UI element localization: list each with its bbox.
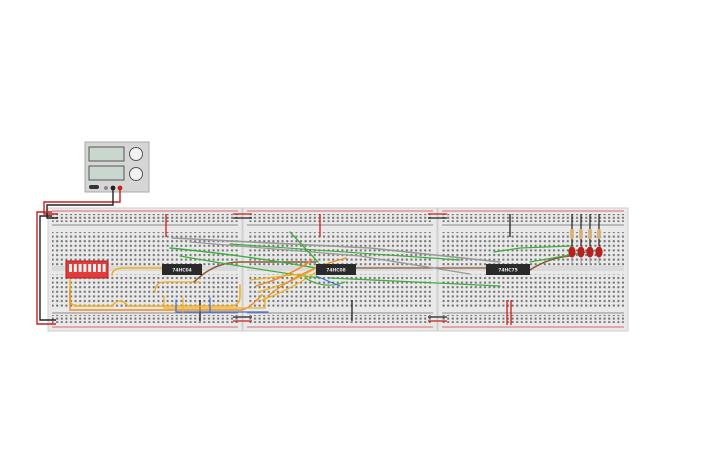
dip-toggle[interactable] (78, 264, 82, 272)
dip-switch[interactable] (65, 260, 109, 279)
power-switch[interactable] (89, 185, 99, 189)
dip-toggle[interactable] (102, 264, 106, 272)
power-supply-knob-bottom[interactable] (129, 167, 143, 181)
led-array[interactable] (568, 214, 603, 263)
dip-toggle[interactable] (83, 264, 87, 272)
resistor-icon[interactable] (588, 229, 592, 239)
resistor-icon[interactable] (570, 229, 574, 239)
power-supply-display-top (88, 146, 125, 162)
chip-74hc75[interactable]: 74HC75 (486, 264, 530, 275)
dip-toggle[interactable] (73, 264, 77, 272)
chip-label: 74HC04 (172, 268, 192, 274)
signal-wires[interactable] (69, 231, 599, 313)
dip-toggle[interactable] (69, 264, 72, 272)
rail-jumpers[interactable] (165, 213, 512, 325)
chip-label: 74HC75 (498, 268, 518, 274)
led-icon[interactable] (586, 246, 594, 258)
resistor-icon[interactable] (579, 229, 583, 239)
resistor-icon[interactable] (597, 229, 601, 239)
dip-switch-icon (65, 260, 109, 279)
led-icon[interactable] (595, 246, 603, 258)
led-icon[interactable] (577, 246, 585, 258)
chip-74hc04[interactable]: 74HC04 (162, 264, 202, 275)
power-wires[interactable] (36, 188, 121, 325)
chip-label: 74HC08 (326, 268, 346, 274)
power-supply-display-bottom (88, 165, 125, 181)
terminal-gray[interactable] (104, 186, 108, 190)
led-icon[interactable] (568, 246, 576, 258)
dip-toggle[interactable] (88, 264, 92, 272)
breadboard-3 (437, 207, 629, 332)
power-supply[interactable] (84, 141, 150, 193)
power-supply-knob-top[interactable] (129, 147, 143, 161)
chip-74hc08[interactable]: 74HC08 (316, 264, 356, 275)
dip-toggle[interactable] (97, 264, 101, 272)
dip-toggle[interactable] (93, 264, 96, 272)
